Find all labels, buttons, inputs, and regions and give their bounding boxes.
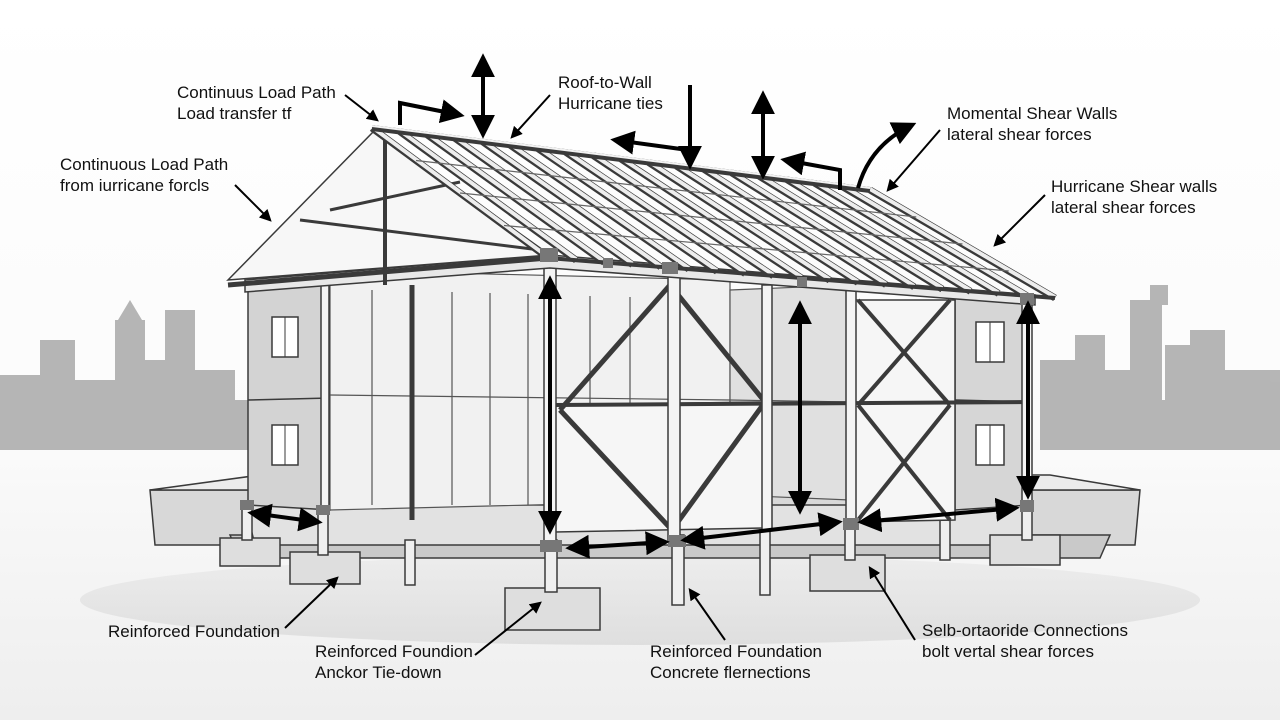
rafter-face xyxy=(868,187,1057,299)
purlin xyxy=(459,192,963,245)
rafter-face xyxy=(675,163,859,284)
label-foundation-left: Reinforced Foundation xyxy=(108,621,280,642)
eave-beam xyxy=(227,255,549,288)
rafter-face xyxy=(619,156,803,279)
rafter-face xyxy=(785,176,972,293)
label-bolt-connections: Selb-ortaoride Connections bolt vertal s… xyxy=(922,620,1128,662)
rafter-face xyxy=(536,146,719,272)
double-headed-arrow-icon xyxy=(565,531,670,559)
pointer-arrow-icon xyxy=(868,565,916,641)
city-skyline xyxy=(0,285,1280,450)
pointer-arrow-icon xyxy=(234,184,272,222)
label-line: Hurricane Shear walls xyxy=(1051,177,1218,196)
rafter-face xyxy=(509,142,690,270)
label-line: Roof-to-Wall xyxy=(558,73,652,92)
load-arrows xyxy=(247,53,1040,559)
pointer-arrow-icon xyxy=(993,194,1046,247)
bent-arrow-icon xyxy=(780,151,842,190)
concrete-footings xyxy=(219,534,1061,631)
label-line: Load transfer tf xyxy=(177,104,292,123)
force-arrows xyxy=(398,85,917,190)
rafter-face xyxy=(592,152,775,277)
label-line: from iurricane forcls xyxy=(60,176,210,195)
label-load-path-left: Continuous Load Path from iurricane forc… xyxy=(60,154,228,196)
double-headed-arrow-icon xyxy=(680,512,843,550)
label-hurricane-shear: Hurricane Shear walls lateral shear forc… xyxy=(1051,176,1217,218)
label-line: lateral shear forces xyxy=(1051,198,1196,217)
rafter-face xyxy=(813,180,1000,295)
label-momental-shear: Momental Shear Walls lateral shear force… xyxy=(947,103,1117,145)
label-foundation-concrete: Reinforced Foundation Concrete flernecti… xyxy=(650,641,822,683)
label-line: Hurricane ties xyxy=(558,94,663,113)
pointer-arrow-icon xyxy=(688,588,726,641)
rafter-face xyxy=(370,125,550,259)
label-line: bolt vertal shear forces xyxy=(922,642,1094,661)
purlin xyxy=(415,159,917,218)
label-anchor-tiedown: Reinforced Foundion Anckor Tie-down xyxy=(315,641,473,683)
double-headed-arrow-icon xyxy=(247,503,323,532)
rafter-face xyxy=(758,173,944,290)
pointer-arrow-icon xyxy=(474,601,542,656)
label-line: Continuous Load Path xyxy=(60,155,229,174)
ridge-beam xyxy=(371,125,871,193)
pointer-arrow-icon xyxy=(886,129,941,192)
purlin xyxy=(503,224,1009,272)
roof-rafters xyxy=(369,125,1057,302)
rafter-face xyxy=(841,183,1028,297)
pointer-arrow-icon xyxy=(284,576,339,629)
label-line: Reinforced Foundation xyxy=(650,642,823,661)
label-line: Anckor Tie-down xyxy=(315,663,442,682)
label-load-path-top: Continuus Load Path Load transfer tf xyxy=(177,82,336,124)
rafter-face xyxy=(398,128,578,261)
label-roof-to-wall: Roof-to-Wall Hurricane ties xyxy=(558,72,663,114)
rafter-face xyxy=(481,139,662,268)
rafter-face xyxy=(564,149,747,275)
piers xyxy=(241,504,1033,606)
label-line: Reinforced Foundion xyxy=(315,642,473,661)
left-side-wall xyxy=(247,269,331,511)
curved-arrow-icon xyxy=(856,122,917,189)
pointer-arrow-icon xyxy=(344,94,379,122)
label-line: Continuus Load Path xyxy=(177,83,336,102)
label-line: Selb-ortaoride Connections xyxy=(922,621,1129,640)
label-line: Momental Shear Walls xyxy=(947,104,1118,123)
rafter-face xyxy=(453,135,634,266)
bent-arrow-icon xyxy=(398,99,465,125)
rafter-face xyxy=(647,159,831,281)
double-headed-arrow-icon xyxy=(857,497,1020,533)
label-line: lateral shear forces xyxy=(947,125,1092,144)
rafter-face xyxy=(702,166,888,286)
label-pointers xyxy=(234,94,1046,656)
label-line: Reinforced Foundation xyxy=(108,622,281,641)
pointer-arrow-icon xyxy=(510,94,551,139)
rafter-face xyxy=(426,132,606,264)
bent-arrow-icon xyxy=(610,130,689,155)
label-line: Concrete flernections xyxy=(650,663,811,682)
rafter-face xyxy=(730,170,916,288)
